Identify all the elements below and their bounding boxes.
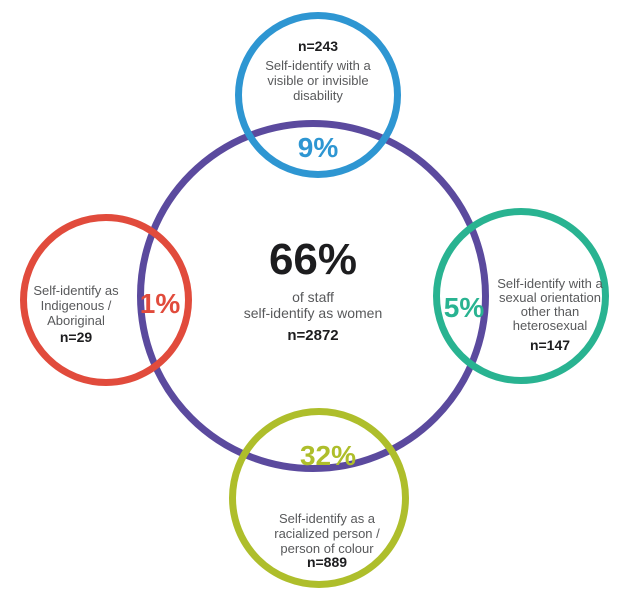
disability-label: Self-identify with a visible or invisibl… [265,58,371,103]
racialized-percent: 32% [299,440,357,471]
women-percent: 66% [268,235,358,284]
left-circle-indigenous [20,214,192,386]
racialized-label: Self-identify as a racialized person / p… [274,511,380,556]
right-circle-sexual-orientation [433,208,609,384]
bottom-circle-racialized [229,408,409,588]
racialized-n: n=889 [306,554,348,570]
women-n: n=2872 [287,327,339,344]
women-label: of staff self-identify as women [243,289,383,321]
disability-n: n=243 [297,38,339,54]
disability-percent: 9% [297,132,339,163]
sexual-orientation-n: n=147 [529,337,571,353]
indigenous-percent: 1% [139,288,181,319]
top-circle-disability [235,12,401,178]
sexual-orientation-percent: 5% [443,292,485,323]
sexual-orientation-label: Self-identify with a sexual orientation … [497,276,603,333]
indigenous-label: Self-identify as Indigenous / Aboriginal [33,283,119,328]
indigenous-n: n=29 [59,329,93,345]
